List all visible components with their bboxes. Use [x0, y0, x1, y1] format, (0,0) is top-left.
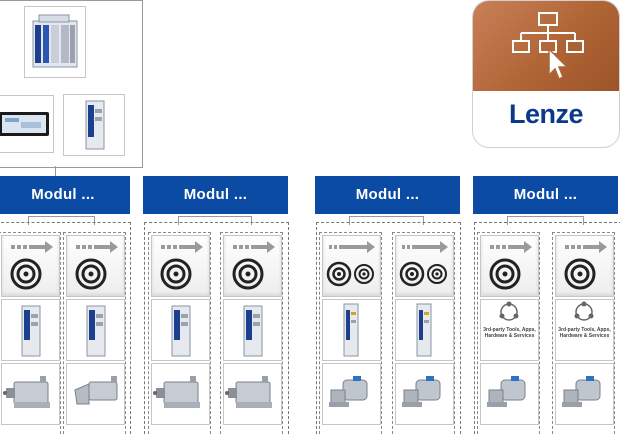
- geared-motor-icon[interactable]: [322, 363, 381, 425]
- module-group: [144, 222, 289, 434]
- gearmotor-icon[interactable]: [66, 363, 125, 425]
- geared-motor-icon[interactable]: [395, 363, 454, 425]
- module-group: [474, 222, 620, 434]
- servo-motor-icon[interactable]: [151, 363, 210, 425]
- controller-group-frame: [0, 0, 143, 168]
- frequency-inverter-icon[interactable]: [322, 299, 381, 361]
- servo-motor-icon[interactable]: [223, 363, 282, 425]
- third-party-label: 3rd-party Tools, Apps, Hardware & Servic…: [483, 327, 536, 339]
- module-group: [0, 222, 131, 434]
- axis-column: 3rd-party Tools, Apps, Hardware & Servic…: [552, 232, 615, 434]
- axis-column: [0, 232, 61, 434]
- connector-line: [55, 166, 56, 176]
- module-connector: [178, 216, 252, 225]
- dual-motion-arrow-icon[interactable]: [322, 235, 381, 297]
- brand-wordmark: Lenze: [508, 99, 584, 129]
- servo-inverter-icon: [63, 94, 125, 156]
- single-motion-arrow-icon[interactable]: [480, 235, 539, 297]
- lenze-app-logo[interactable]: Lenze: [473, 1, 619, 147]
- single-motion-arrow-icon[interactable]: [555, 235, 614, 297]
- single-motion-arrow-icon[interactable]: [66, 235, 125, 297]
- frequency-inverter-icon[interactable]: [395, 299, 454, 361]
- plc-controller-icon: [24, 6, 86, 78]
- single-motion-arrow-icon[interactable]: [151, 235, 210, 297]
- network-hierarchy-cursor-icon: [473, 1, 619, 91]
- axis-column: [148, 232, 211, 434]
- geared-motor-icon[interactable]: [555, 363, 614, 425]
- axis-column: [63, 232, 126, 434]
- module-header[interactable]: Modul ...: [0, 176, 130, 214]
- third-party-label: 3rd-party Tools, Apps, Hardware & Servic…: [558, 327, 611, 339]
- module-header[interactable]: Modul ...: [143, 176, 288, 214]
- axis-column: 3rd-party Tools, Apps, Hardware & Servic…: [477, 232, 540, 434]
- module-connector: [349, 216, 424, 225]
- dual-motion-arrow-icon[interactable]: [395, 235, 454, 297]
- servo-inverter-icon[interactable]: [1, 299, 60, 361]
- module-connector: [28, 216, 95, 225]
- axis-column: [220, 232, 283, 434]
- third-party-icon[interactable]: 3rd-party Tools, Apps, Hardware & Servic…: [480, 299, 539, 361]
- single-motion-arrow-icon[interactable]: [1, 235, 60, 297]
- axis-column: [392, 232, 455, 434]
- module-group: [316, 222, 461, 434]
- single-motion-arrow-icon[interactable]: [223, 235, 282, 297]
- touch-panel-icon: [0, 95, 54, 153]
- servo-motor-icon[interactable]: [1, 363, 60, 425]
- servo-inverter-icon[interactable]: [66, 299, 125, 361]
- module-header[interactable]: Modul ...: [315, 176, 460, 214]
- third-party-icon[interactable]: 3rd-party Tools, Apps, Hardware & Servic…: [555, 299, 614, 361]
- servo-inverter-icon[interactable]: [223, 299, 282, 361]
- servo-inverter-icon[interactable]: [151, 299, 210, 361]
- axis-column: [319, 232, 382, 434]
- geared-motor-icon[interactable]: [480, 363, 539, 425]
- module-header[interactable]: Modul ...: [473, 176, 618, 214]
- module-connector: [507, 216, 584, 225]
